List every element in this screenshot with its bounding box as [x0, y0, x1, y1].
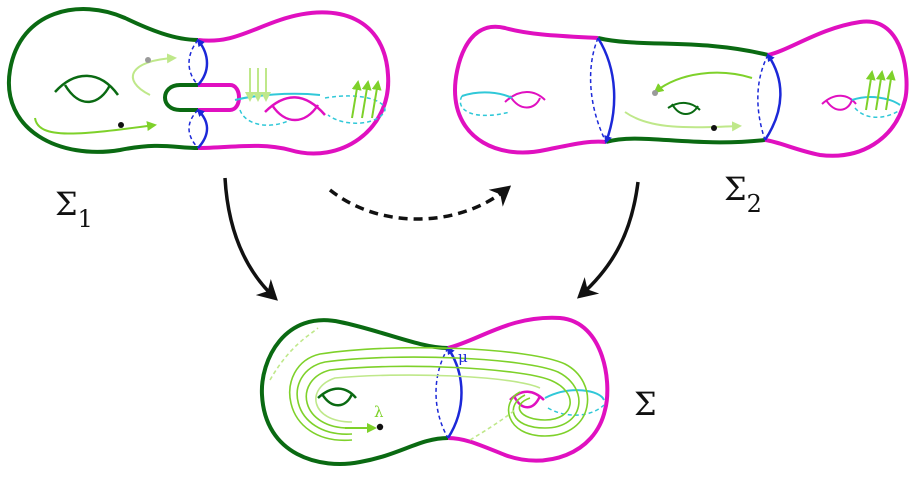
label-sigma1-subscript: 1 — [78, 205, 93, 233]
sigma1-flow-upper — [131, 53, 177, 96]
sigma1-flow-lower — [34, 117, 157, 135]
sigma2-middle-bottom — [605, 136, 766, 145]
sigma2-hole-right-magenta — [821, 94, 857, 111]
surface-sigma — [259, 315, 610, 466]
sigma-right-boundary — [447, 315, 610, 463]
label-sigma2-subscript: 2 — [747, 190, 762, 218]
sigma1-hole-magenta — [264, 96, 326, 122]
sigma1-meridian-upper — [196, 38, 209, 86]
sigma1-pale-arrows — [245, 68, 271, 102]
sigma1-handle-green — [163, 83, 198, 112]
surface-sigma2 — [452, 19, 909, 158]
sigma-meridian-mu — [446, 346, 463, 439]
sigma1-gray-point — [145, 57, 151, 63]
map-sigma2-to-sigma — [577, 181, 640, 299]
label-sigma1: Σ1 — [55, 185, 93, 233]
label-sigma1-symbol: Σ — [55, 185, 78, 223]
sigma-hole-green — [317, 387, 357, 407]
sigma2-basepoint — [711, 125, 717, 131]
sigma-left-boundary — [259, 318, 449, 466]
sigma1-meridian-upper-back — [188, 39, 199, 86]
sigma2-flow-lower — [624, 111, 742, 132]
sigma2-meridian-right — [763, 53, 782, 141]
sigma1-handle-magenta — [198, 83, 241, 112]
sigma2-cyan-right — [851, 96, 901, 106]
sigma2-meridian-left-back — [589, 37, 607, 143]
sigma2-flow-upper — [653, 71, 753, 94]
label-lambda: λ — [374, 403, 384, 421]
sigma-cyan-dashed — [547, 404, 605, 416]
sigma2-hole-left-magenta — [504, 91, 546, 109]
sigma2-right-boundary — [764, 19, 909, 158]
sigma1-basepoint — [118, 122, 124, 128]
sigma2-cyan-left — [461, 91, 513, 99]
sigma2-cyan-left-dash — [459, 95, 511, 117]
sigma2-green-arrows — [865, 70, 896, 111]
label-mu: μ — [458, 348, 468, 366]
sigma1-right-boundary — [197, 10, 391, 156]
sigma2-meridian-left — [596, 37, 616, 144]
sigma-meridian-mu-back — [435, 347, 449, 439]
sigma2-gray-point — [652, 90, 658, 96]
surface-sigma1 — [6, 7, 391, 156]
sigma2-cyan-right-dash — [854, 107, 901, 118]
sigma1-cyan-right — [324, 95, 386, 124]
sigma1-meridian-lower-back — [188, 109, 199, 149]
sigma1-meridian-lower — [196, 108, 209, 149]
sigma-lambda-loops — [288, 346, 589, 441]
sigma1-cyan-dashed — [239, 109, 291, 126]
sigma-basepoint — [376, 423, 384, 431]
sigma1-left-boundary — [6, 7, 199, 154]
sigma-cyan-curve — [544, 389, 605, 401]
map-sigma1-to-sigma2-dashed — [328, 185, 512, 221]
sigma2-hole-green — [667, 102, 701, 115]
label-sigma: Σ — [634, 385, 657, 423]
label-sigma2-symbol: Σ — [724, 170, 747, 208]
sigma-pale-loops — [269, 327, 541, 441]
sigma1-green-arrows — [351, 80, 382, 119]
sigma1-cyan-curve — [234, 92, 321, 101]
sigma2-meridian-right-back — [757, 54, 769, 141]
sigma1-hole-green — [54, 74, 120, 104]
sigma2-left-boundary — [452, 24, 607, 155]
map-sigma1-to-sigma — [223, 177, 278, 301]
label-sigma2: Σ2 — [724, 170, 762, 218]
sigma2-middle-top — [597, 36, 769, 57]
